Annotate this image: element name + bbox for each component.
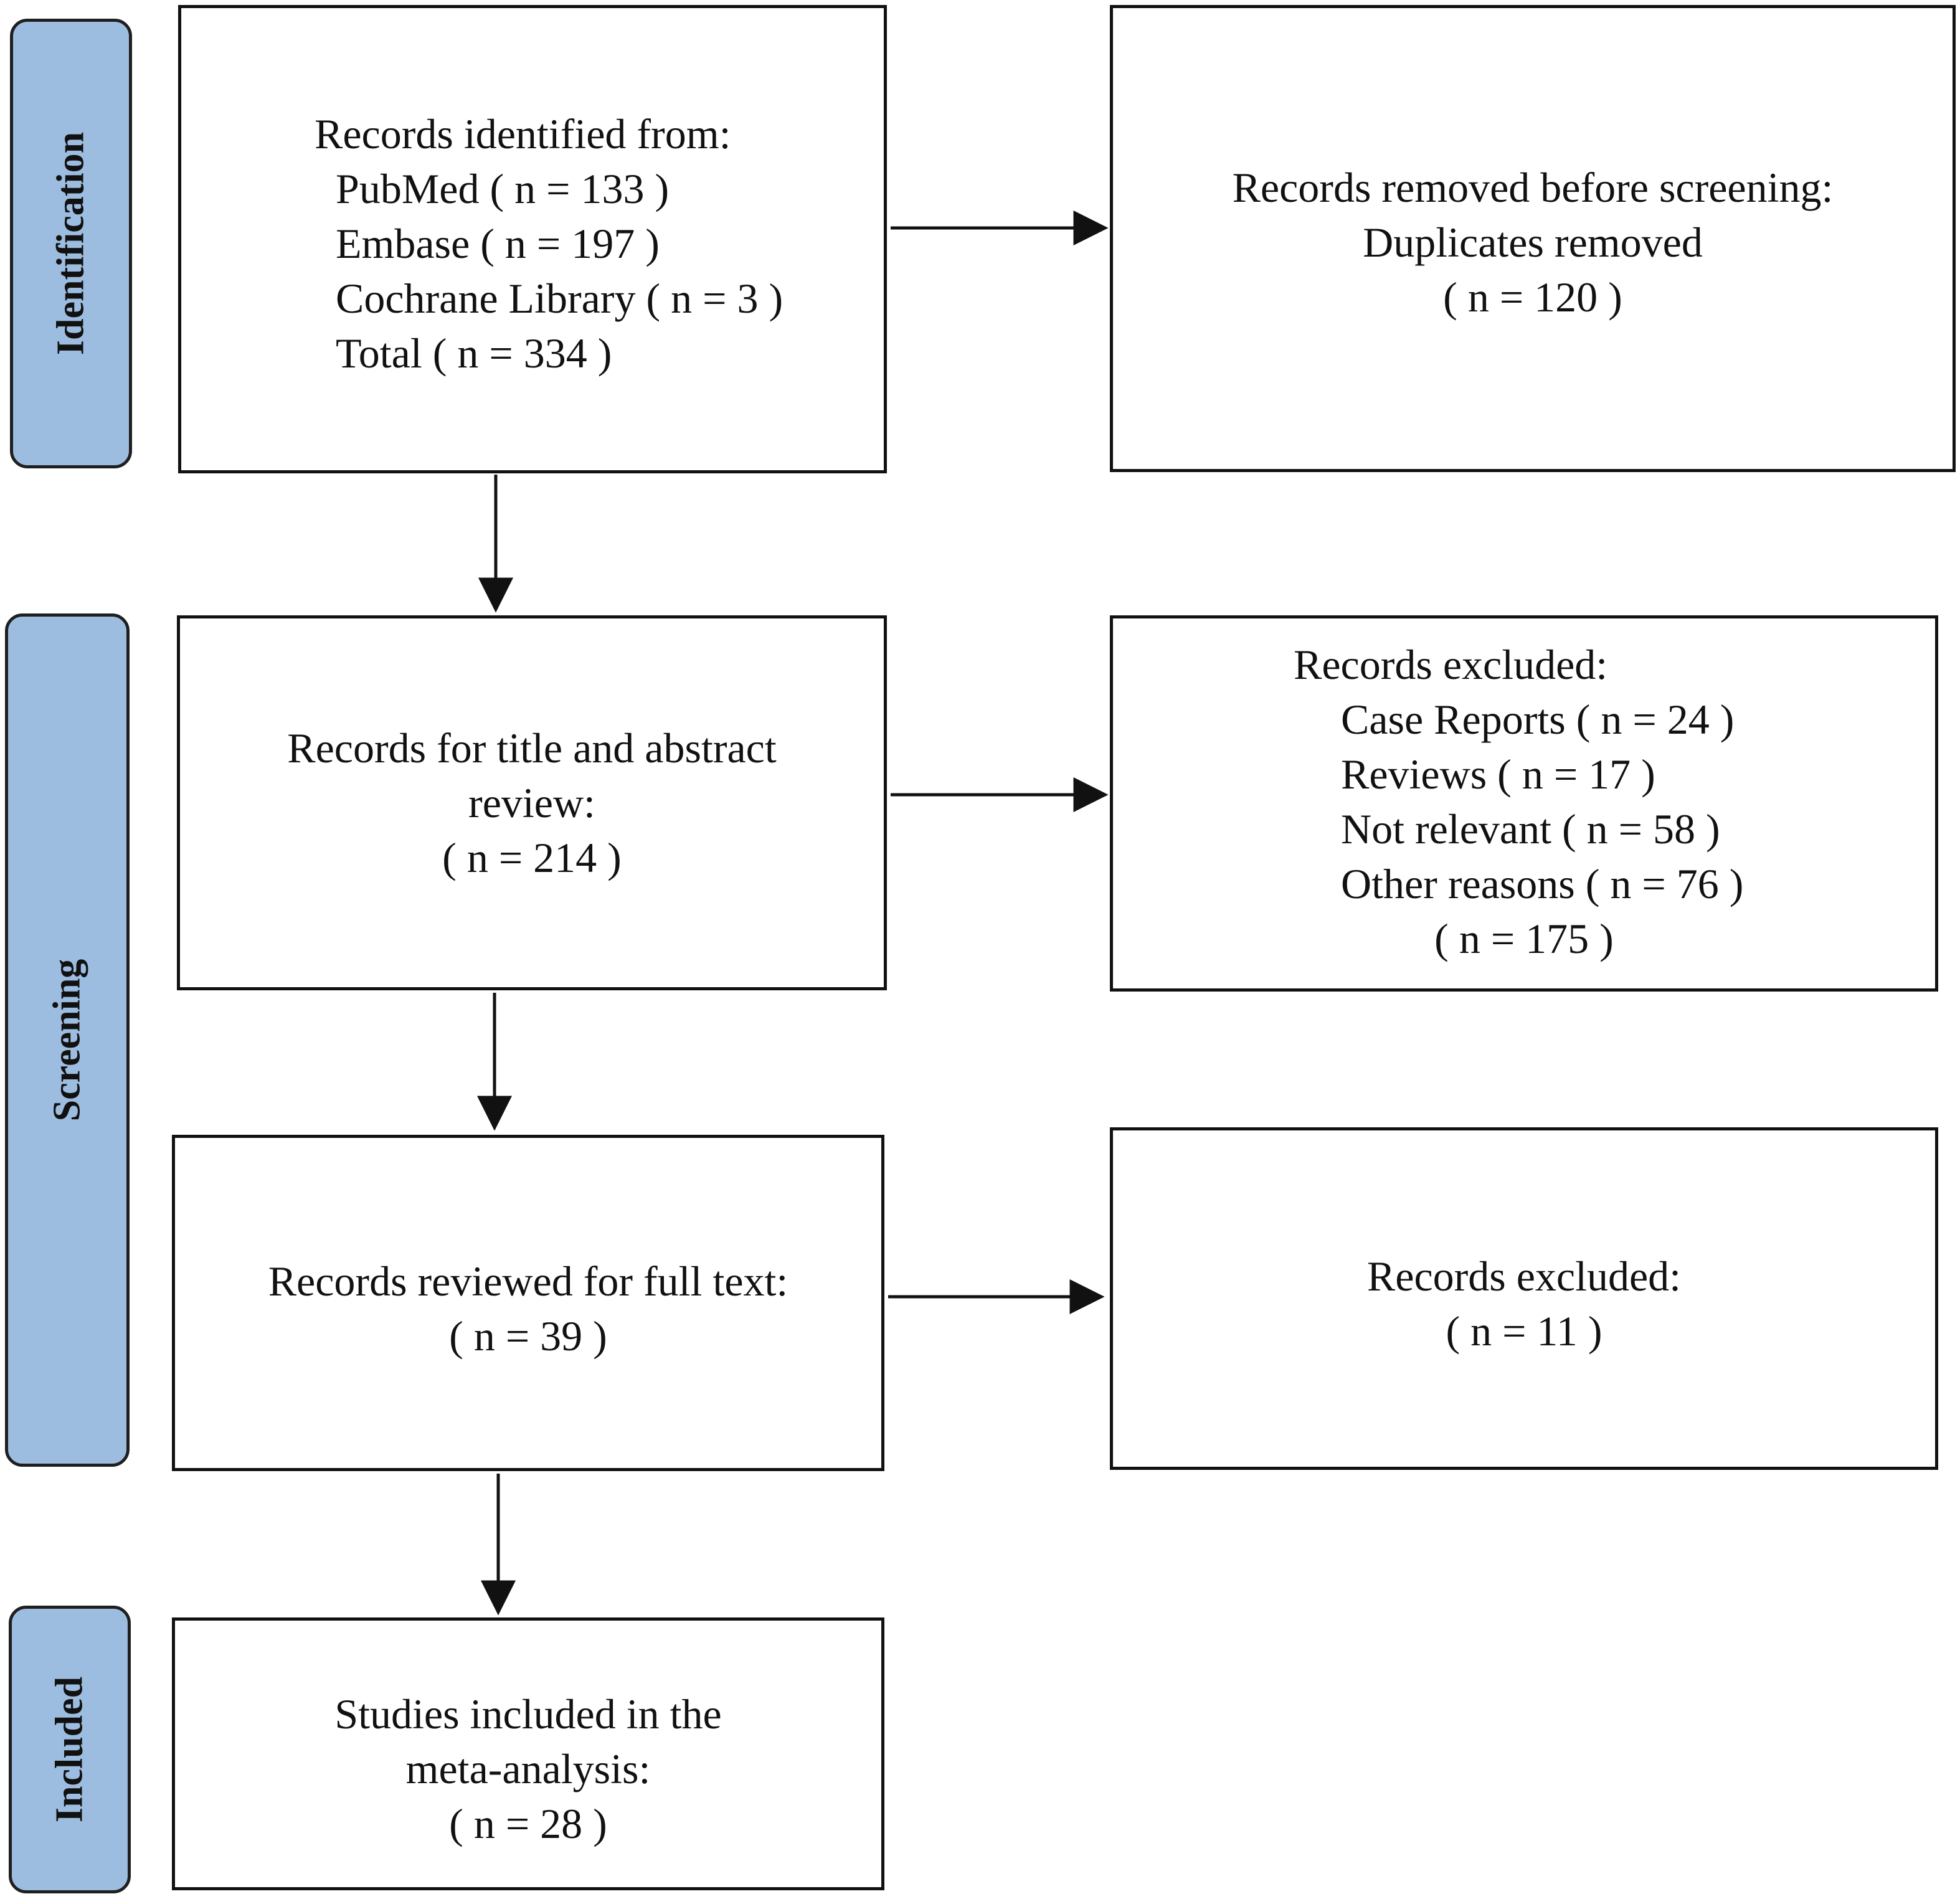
excluded-total: ( n = 175 )	[1434, 915, 1614, 962]
excluded-count: ( n = 11 )	[1446, 1307, 1603, 1355]
reason-reviews: Reviews ( n = 17 )	[1341, 751, 1655, 798]
title-abstract-count: ( n = 214 )	[442, 834, 622, 881]
box-heading: Records reviewed for full text:	[268, 1257, 788, 1305]
phase-identification: Identification	[10, 19, 132, 468]
full-text-box: Records reviewed for full text: ( n = 39…	[172, 1135, 884, 1471]
source-total: Total ( n = 334 )	[336, 329, 612, 377]
duplicates-count: ( n = 120 )	[1443, 273, 1622, 321]
source-cochrane: Cochrane Library ( n = 3 )	[336, 275, 784, 322]
included-count: ( n = 28 )	[449, 1800, 607, 1847]
box-heading: Records excluded:	[1294, 641, 1608, 688]
source-embase: Embase ( n = 197 )	[336, 220, 660, 267]
reason-not-relevant: Not relevant ( n = 58 )	[1341, 805, 1720, 853]
reason-case-reports: Case Reports ( n = 24 )	[1341, 696, 1735, 743]
box-heading: Records excluded:	[1366, 1253, 1682, 1300]
box-heading: Records for title and abstract	[287, 724, 777, 772]
box-heading-cont: meta-analysis:	[405, 1745, 651, 1792]
duplicates-label: Duplicates removed	[1363, 219, 1703, 266]
records-removed-box: Records removed before screening: Duplic…	[1110, 5, 1956, 472]
box-heading: Records removed before screening:	[1232, 164, 1834, 211]
reason-other: Other reasons ( n = 76 )	[1341, 860, 1744, 907]
title-abstract-box: Records for title and abstract review: (…	[177, 615, 887, 990]
records-excluded-box-2: Records excluded: ( n = 11 )	[1110, 1127, 1938, 1470]
box-heading: Studies included in the	[334, 1690, 722, 1738]
phase-screening: Screening	[5, 613, 130, 1467]
records-excluded-box-1: Records excluded: Case Reports ( n = 24 …	[1110, 615, 1938, 992]
source-pubmed: PubMed ( n = 133 )	[336, 165, 670, 212]
full-text-count: ( n = 39 )	[449, 1312, 607, 1360]
studies-included-box: Studies included in the meta-analysis: (…	[172, 1617, 884, 1890]
records-identified-box: Records identified from: PubMed ( n = 13…	[178, 5, 887, 473]
box-heading: Records identified from:	[315, 110, 731, 158]
phase-included: Included	[9, 1606, 131, 1893]
box-heading-cont: review:	[468, 779, 595, 826]
